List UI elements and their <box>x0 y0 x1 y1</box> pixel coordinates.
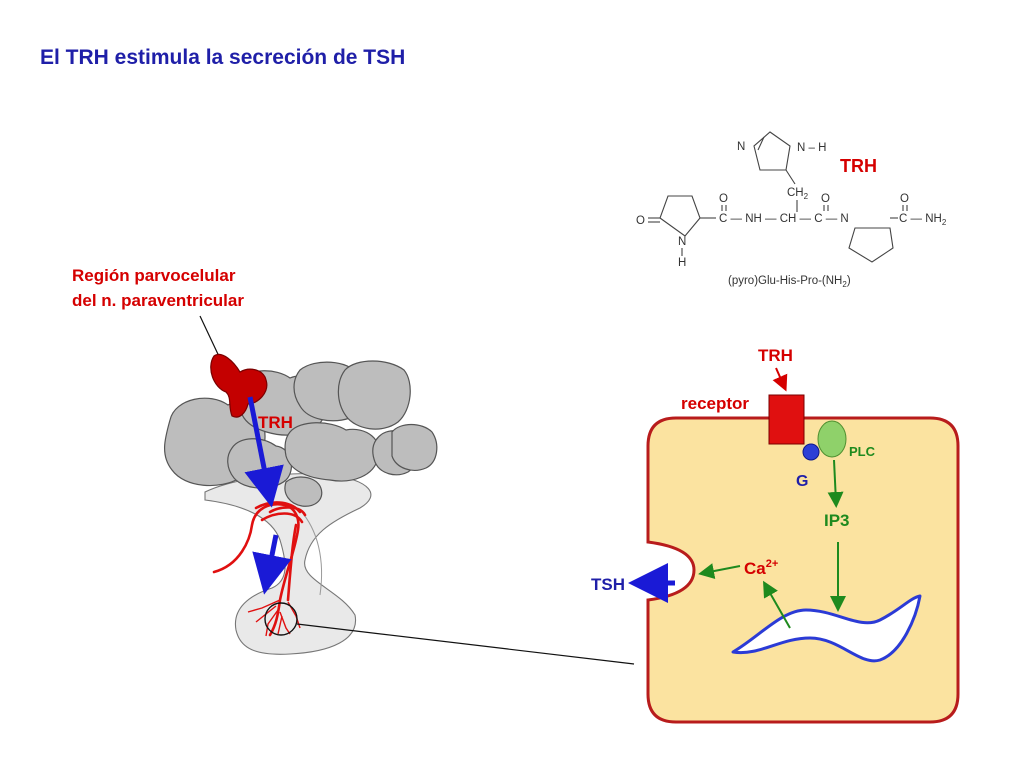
atom-o-1: O <box>719 193 728 205</box>
brain-nuclei <box>164 360 438 507</box>
region-label-line1: Región parvocelular <box>72 266 236 285</box>
ch2-group: CH2 <box>787 187 809 201</box>
plc-to-ip3-arrow <box>827 459 844 508</box>
molecule-caption: (pyro)Glu-His-Pro-(NH2) <box>728 275 851 289</box>
trh-release-arrow <box>252 534 292 595</box>
atom-n: N <box>737 141 745 153</box>
er-to-calcium-arrow <box>763 580 791 629</box>
atom-o-ring: O <box>636 215 645 227</box>
trh-molecule-structure: N N – H CH2 O N H C — NH — CH — C — N O … <box>636 131 947 289</box>
zoom-line <box>296 623 635 665</box>
g-protein-label: G <box>796 473 808 490</box>
receptor-label: receptor <box>681 394 749 413</box>
trh-transport-arrow <box>244 396 284 508</box>
trh-receptor <box>768 394 805 445</box>
atom-h-ring: H <box>678 257 686 269</box>
imidazole-ring: N N – H <box>737 131 826 185</box>
plc-label: PLC <box>849 444 876 459</box>
tsh-label: TSH <box>591 575 625 594</box>
proline-ring <box>848 227 894 263</box>
ip3-label: IP3 <box>824 511 850 530</box>
calcium-to-secretion-arrow <box>698 563 741 579</box>
trh-binding-arrow <box>772 367 788 392</box>
atom-n-ring: N <box>678 236 686 248</box>
trh-molecule-label: TRH <box>840 156 877 176</box>
ring-nh: N – H <box>797 142 826 154</box>
plc-enzyme <box>817 420 847 458</box>
thyrotrope-cell <box>646 416 960 724</box>
trh-brain-label: TRH <box>258 413 293 432</box>
slide-title: El TRH estimula la secreción de TSH <box>40 46 406 69</box>
backbone: C — NH — CH — C — N <box>719 213 849 225</box>
zoom-circle <box>264 602 298 636</box>
trh-cell-label: TRH <box>758 346 793 365</box>
atom-o-3: O <box>900 193 909 205</box>
calcium-label: Ca2+ <box>744 558 778 578</box>
amide-end: C — NH2 <box>899 213 947 227</box>
pyroglutamate-ring: O N H <box>636 195 701 269</box>
region-label-line2: del n. paraventricular <box>72 291 244 310</box>
atom-o-2: O <box>821 193 830 205</box>
g-protein <box>802 443 820 461</box>
endoplasmic-reticulum <box>731 594 922 663</box>
